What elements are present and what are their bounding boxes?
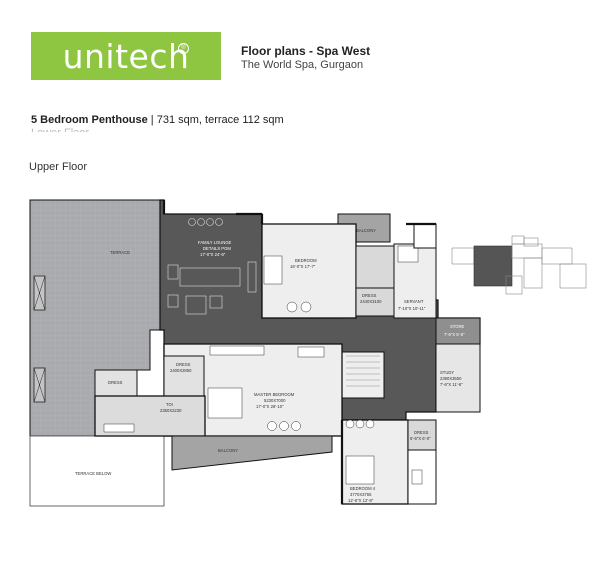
key-plan xyxy=(451,235,587,295)
master-bedroom-dims: 5230X7000 xyxy=(264,398,286,403)
store-dims: 7'-6"X 5'-6" xyxy=(444,332,465,337)
dress-top-dims: 2440X3100 xyxy=(360,299,382,304)
study-dims: 2380X3550 xyxy=(440,376,462,381)
unit-description: 5 Bedroom Penthouse | 731 sqm, terrace 1… xyxy=(31,114,284,126)
family-lounge-note: DETAILS PGM xyxy=(203,246,231,251)
terrace-below-area xyxy=(29,435,165,507)
servant-label: SERVANT xyxy=(404,299,424,304)
terrace-label: TERRACE xyxy=(110,250,130,255)
floor-label: Upper Floor xyxy=(29,161,88,173)
dress-right xyxy=(407,419,437,451)
master-bedroom-imperial: 17'-0"X 28'-10" xyxy=(256,404,284,409)
study-label: STUDY xyxy=(440,370,454,375)
dress-right-dims: 5'-6"X 6'-0" xyxy=(410,436,431,441)
bedroom-top-dims: 16'-0"X 17'-7" xyxy=(290,264,316,269)
dress-left xyxy=(163,355,205,397)
servant-toilet xyxy=(413,223,437,249)
unit-name: 5 Bedroom Penthouse xyxy=(31,114,148,126)
page-subtitle: The World Spa, Gurgaon xyxy=(241,59,364,71)
store-room xyxy=(435,317,481,345)
terrace-below-label: TERRACE BELOW xyxy=(75,471,111,476)
study-dims-imperial: 7'-6"X 11'-6" xyxy=(440,382,463,387)
page-title: Floor plans - Spa West xyxy=(241,44,371,58)
family-lounge-label: FAMILY LOUNGE xyxy=(198,240,232,245)
dress-right-label: DRESS xyxy=(414,430,429,435)
dress-left-label: DRESS xyxy=(176,362,191,367)
family-lounge-furniture xyxy=(167,218,257,315)
unitech-logo: unitech ® xyxy=(31,32,221,80)
bedroom-4-label: BEDROOM 4 xyxy=(350,486,376,491)
store-label: STORE xyxy=(450,324,465,329)
toilet-top xyxy=(355,245,395,289)
balcony-top-label: BALCONY xyxy=(356,228,376,233)
servant-dims: 7'-10"X 10'-11" xyxy=(398,306,426,311)
balcony-bottom-label: BALCONY xyxy=(218,448,238,453)
unit-obscured-line: Lower Floor xyxy=(31,127,89,132)
bedroom-4-imperial: 12'-6"X 12'-8" xyxy=(348,498,374,503)
toilet-dims: 2350X2230 xyxy=(160,408,182,413)
registered-mark-icon: ® xyxy=(178,43,189,54)
staircase xyxy=(341,351,385,399)
dress-left-dims: 2400X2850 xyxy=(170,368,192,373)
bedroom-top-label: BEDROOM xyxy=(295,258,317,263)
balcony-bottom xyxy=(171,435,333,471)
dress-top-label: DRESS xyxy=(362,293,377,298)
logo-wordmark: unitech xyxy=(62,36,190,76)
study-room xyxy=(435,343,481,413)
family-lounge-dims: 17'-0"X 24'-6" xyxy=(200,252,226,257)
dress-small-label: DRESS xyxy=(108,380,123,385)
master-bedroom-label: MASTER BEDROOM xyxy=(254,392,295,397)
dress-small xyxy=(94,369,138,397)
unit-details: | 731 sqm, terrace 112 sqm xyxy=(147,114,284,126)
bedroom-4-dims: 3770X3765 xyxy=(350,492,372,497)
toilet-label: TOI xyxy=(166,402,173,407)
